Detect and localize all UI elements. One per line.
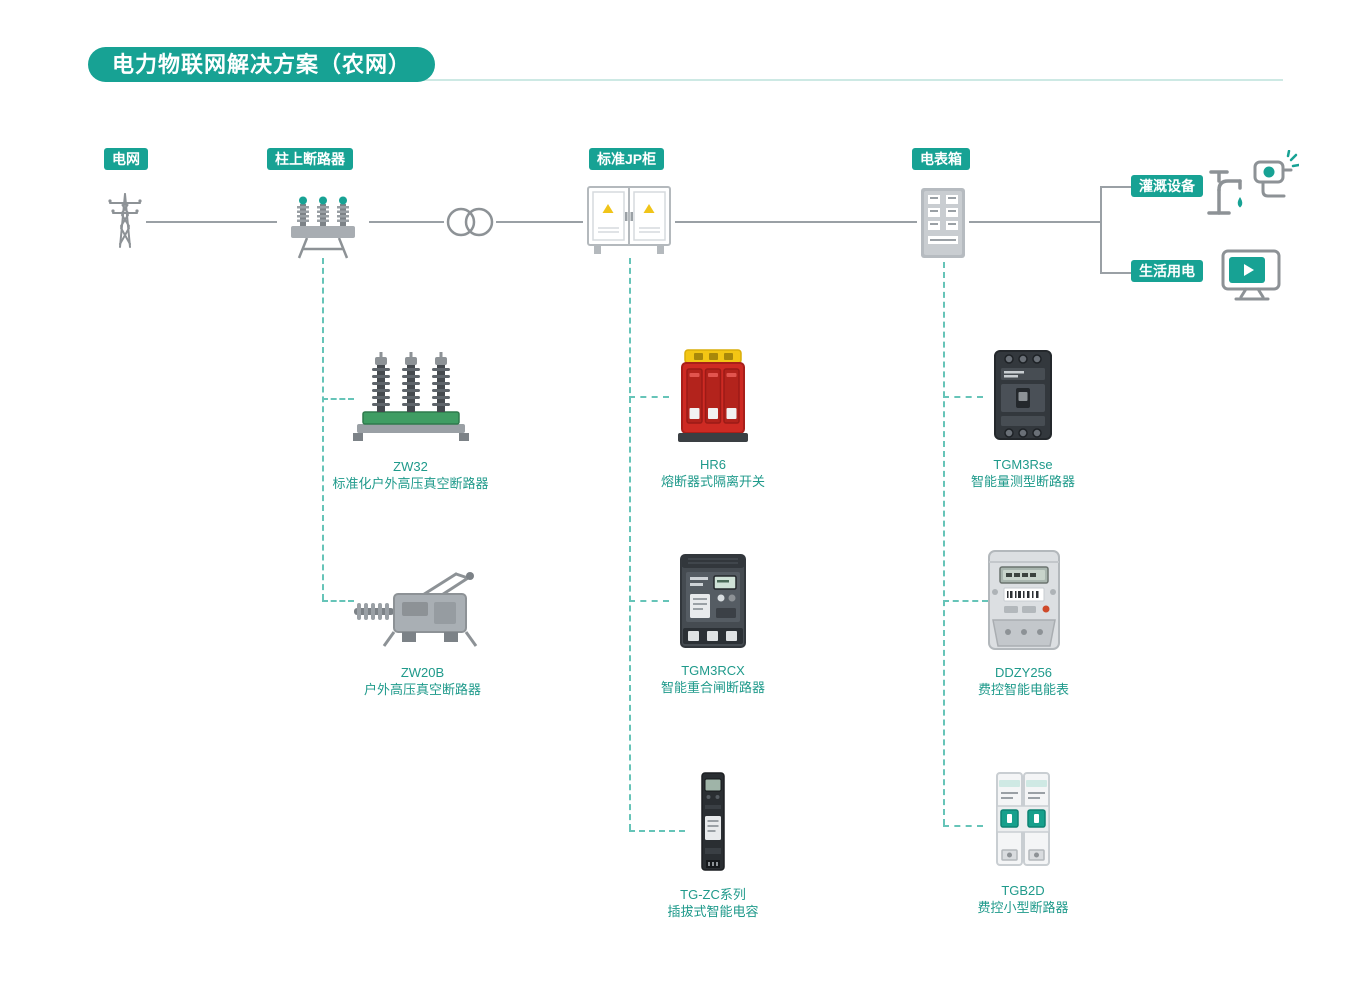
title-underline [100,79,1283,81]
product-desc: 插拔式智能电容 [667,904,759,919]
dashed-line [322,600,354,602]
connector-line [496,221,583,223]
dashed-line [943,262,945,825]
dashed-line [943,825,983,827]
product-tgb2d: TGB2D 费控小型断路器 [948,768,1098,916]
meter-box-icon [921,188,965,258]
product-desc: 熔断器式隔离开关 [660,474,765,489]
connector-line [969,221,1100,223]
product-zw20b: ZW20B 户外高压真空断路器 [340,566,505,698]
label-meter-box: 电表箱 [912,148,970,170]
tv-monitor-icon [1221,249,1281,301]
product-desc: 智能重合闸断路器 [660,680,765,695]
dashed-line [629,396,669,398]
dashed-line [322,398,354,400]
label-pole-breaker: 柱上断路器 [267,148,353,170]
dashed-line [629,830,685,832]
connector-line [1100,272,1131,274]
product-tgzc: TG-ZC系列 插拔式智能电容 [638,770,788,920]
product-model: TGB2D [1001,883,1045,898]
zw32-breaker-image [352,352,469,441]
tgm3rse-breaker-image [994,350,1052,440]
connector-line [675,221,917,223]
dashed-line [322,258,324,600]
product-desc: 费控小型断路器 [977,900,1069,915]
product-tgm3rse: TGM3Rse 智能量测型断路器 [948,346,1098,490]
dashed-line [943,396,983,398]
product-model: TGM3Rse [993,457,1053,472]
product-desc: 费控智能电能表 [977,682,1069,697]
label-jp-cabinet: 标准JP柜 [589,148,665,170]
product-desc: 标准化户外高压真空断路器 [332,476,489,491]
product-zw32: ZW32 标准化户外高压真空断路器 [328,350,493,492]
branch-line [1100,186,1102,274]
zw20b-breaker-image [353,572,477,647]
hr6-switch-image [678,349,748,442]
dashed-line [943,600,988,602]
ddzy256-meter-image [987,550,1060,650]
label-grid: 电网 [104,148,148,170]
product-model: TGM3RCX [681,663,745,678]
tgb2d-breaker-image [996,772,1050,866]
product-model: ZW32 [393,459,428,474]
product-desc: 智能量测型断路器 [970,474,1075,489]
transformer-icon [446,207,494,237]
dashed-line [629,258,631,830]
tgzc-capacitor-image [701,772,725,871]
irrigation-faucet-icon [1207,150,1299,215]
tgm3rcx-breaker-image [680,554,746,648]
product-model: TG-ZC系列 [680,887,746,902]
product-model: DDZY256 [994,665,1053,680]
connector-line [1100,186,1131,188]
dashed-line [629,600,669,602]
connector-line [369,221,444,223]
pole-breaker-icon [291,196,355,259]
product-ddzy256: DDZY256 费控智能电能表 [946,548,1101,698]
connector-line [146,221,277,223]
jp-cabinet-icon [587,186,671,254]
label-irrigation: 灌溉设备 [1131,175,1203,197]
product-model: ZW20B [400,665,445,680]
product-model: HR6 [699,457,726,472]
product-tgm3rcx: TGM3RCX 智能重合闸断路器 [638,552,788,696]
transmission-tower-icon [108,193,142,248]
product-desc: 户外高压真空断路器 [363,682,481,697]
page-title: 电力物联网解决方案（农网） [88,47,436,82]
label-domestic: 生活用电 [1131,260,1203,282]
product-hr6: HR6 熔断器式隔离开关 [638,346,788,490]
